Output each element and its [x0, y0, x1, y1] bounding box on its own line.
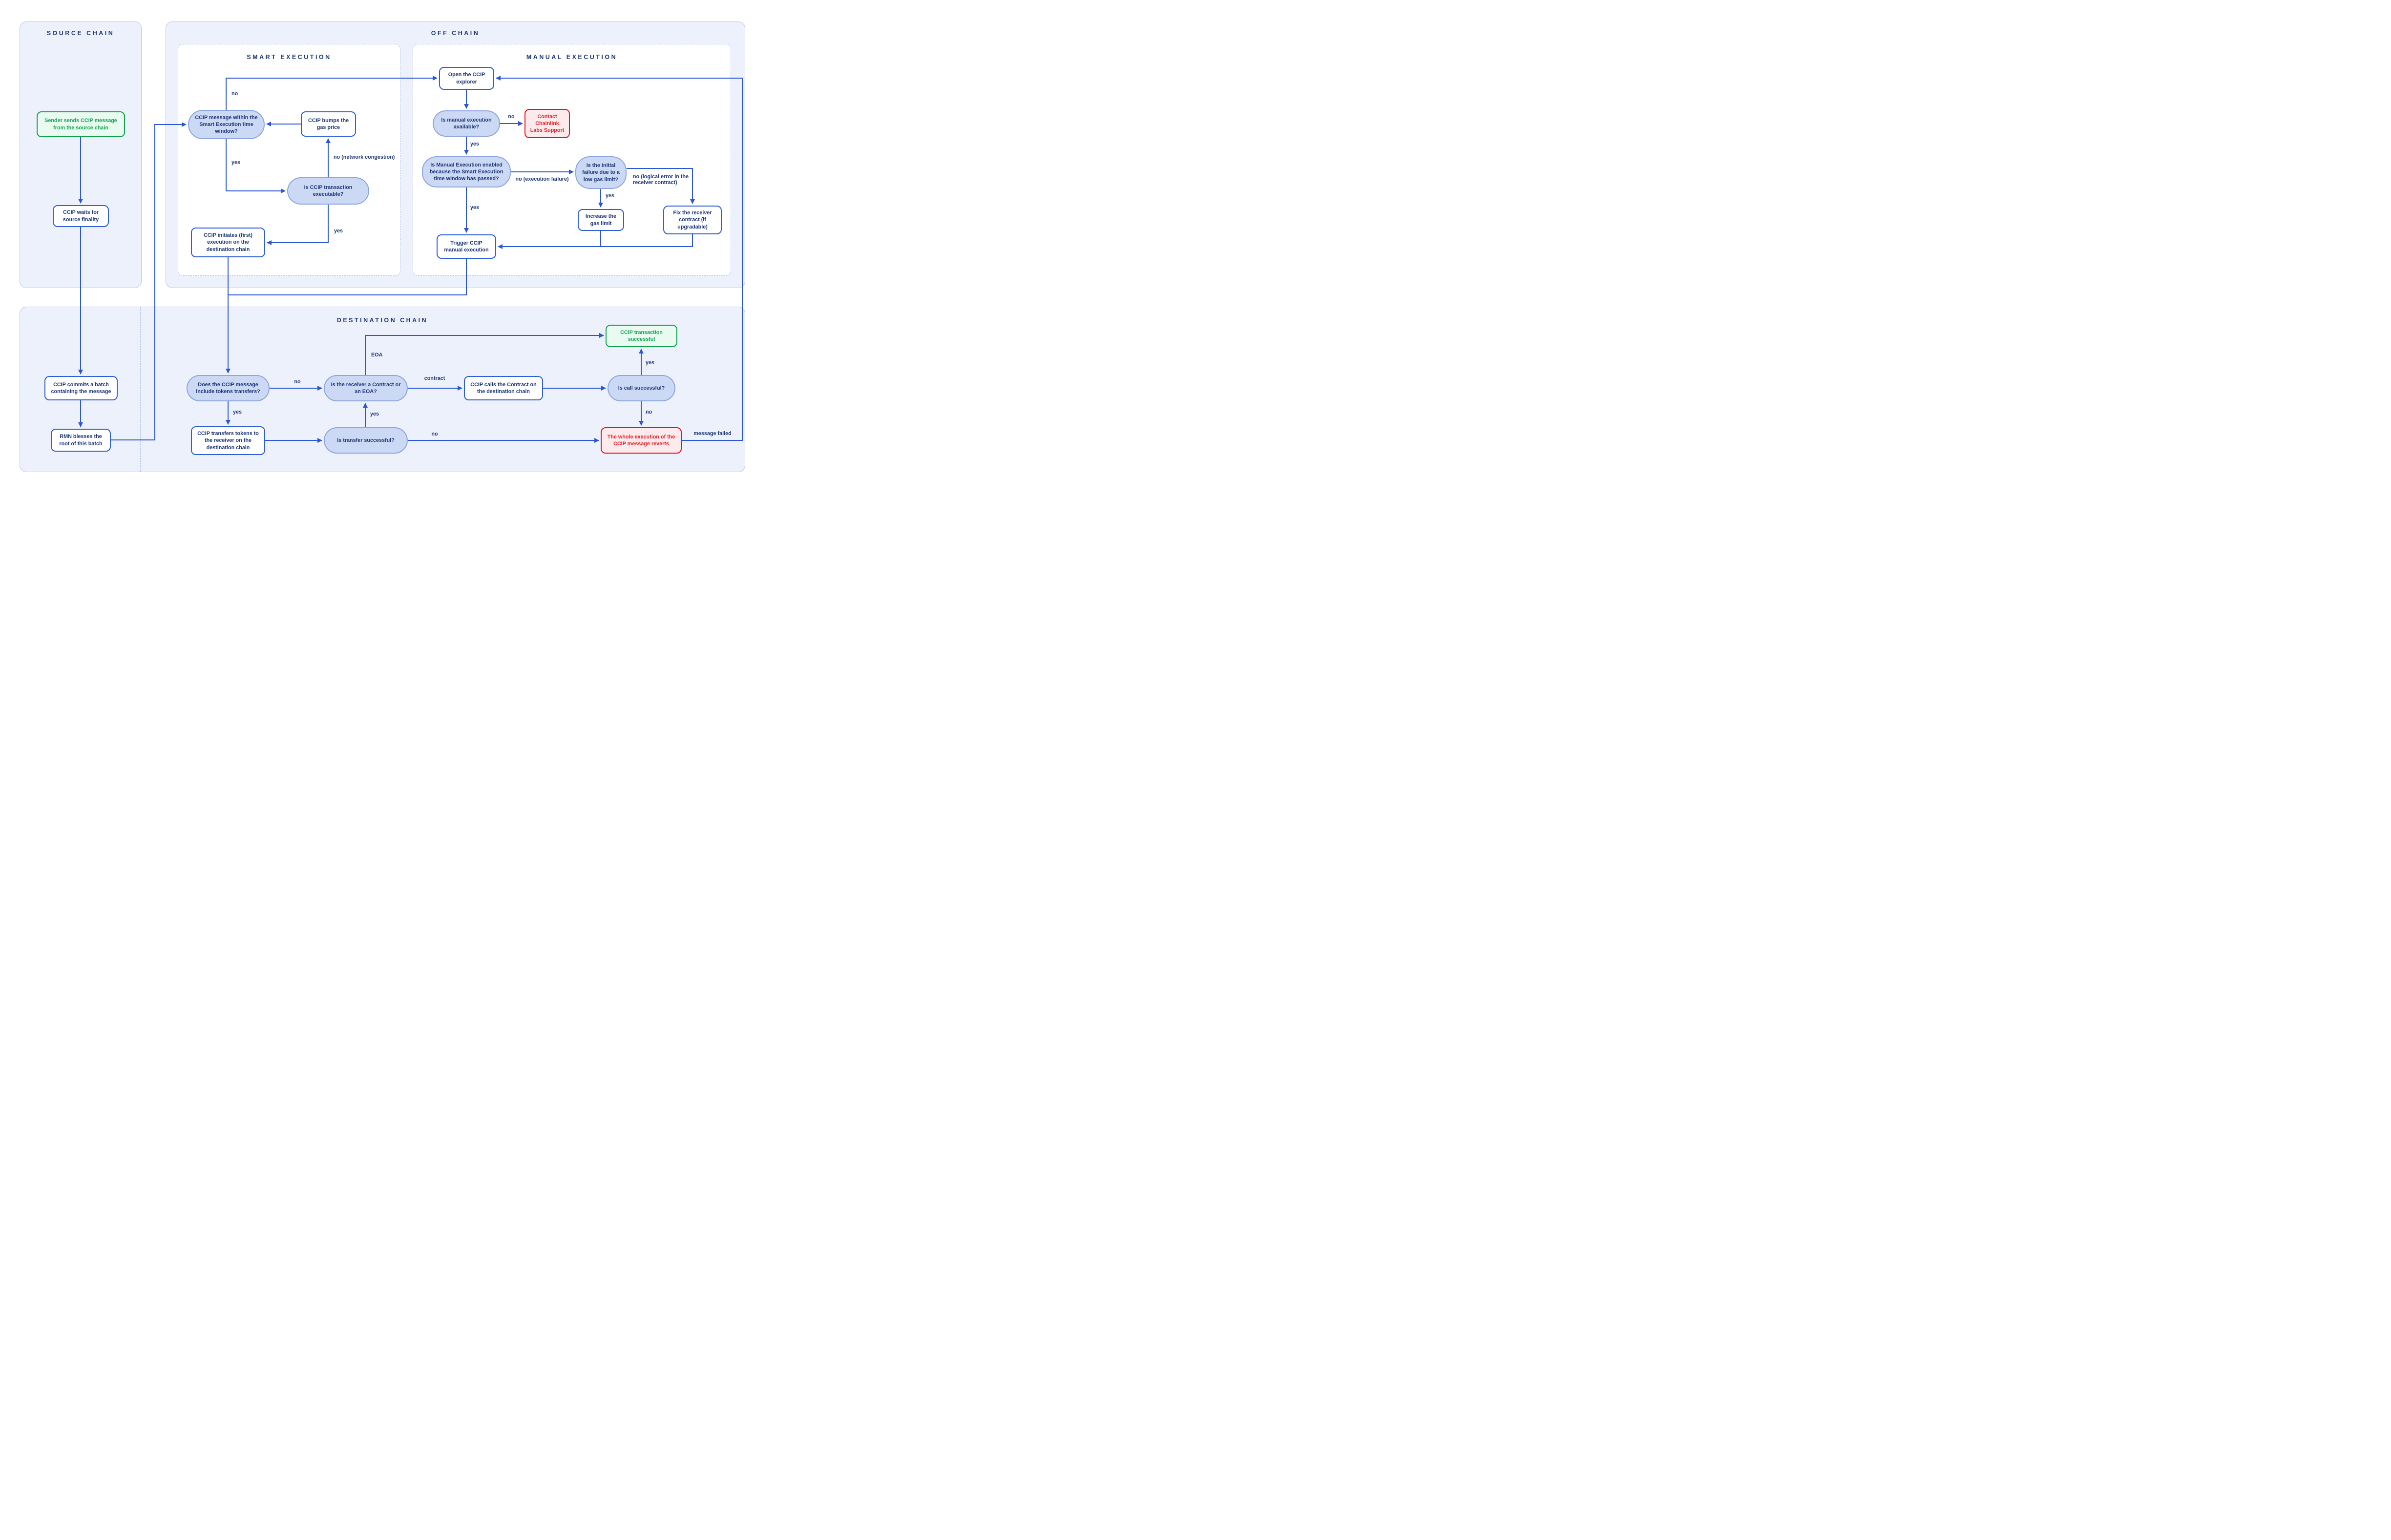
node-within-time-window: CCIP message within the Smart Execution …: [188, 110, 265, 139]
off-chain-title: OFF CHAIN: [431, 30, 480, 37]
label-executable-no: no (network congestion): [334, 154, 395, 160]
label-call-yes: yes: [646, 360, 655, 366]
node-ccip-waits-finality: CCIP waits for source finality: [53, 205, 109, 227]
manual-execution-title: MANUAL EXECUTION: [526, 54, 618, 61]
node-ccip-commits-batch: CCIP commits a batch containing the mess…: [44, 376, 118, 400]
node-ccip-bumps-gas-price: CCIP bumps the gas price: [301, 111, 356, 137]
label-tokens-no: no: [294, 379, 301, 385]
node-rmn-blesses-root: RMN blesses the root of this batch: [51, 429, 111, 452]
label-window-yes: yes: [231, 160, 241, 166]
node-ccip-transaction-successful: CCIP transaction successful: [606, 325, 677, 347]
label-window-no: no: [231, 91, 238, 97]
node-is-transaction-executable: Is CCIP transaction executable?: [287, 177, 369, 205]
label-manual-available-yes: yes: [470, 141, 480, 147]
label-executable-yes: yes: [334, 228, 343, 234]
node-ccip-calls-contract: CCIP calls the Contract on the destinati…: [464, 376, 543, 400]
destination-chain-divider: [140, 307, 141, 472]
source-chain-container: SOURCE CHAIN: [20, 21, 142, 288]
label-receiver-eoa: EOA: [371, 352, 383, 358]
label-manual-enabled-no: no (execution failure): [515, 176, 569, 182]
source-chain-title: SOURCE CHAIN: [46, 30, 115, 37]
label-receiver-contract: contract: [424, 375, 445, 381]
smart-execution-title: SMART EXECUTION: [247, 54, 332, 61]
destination-chain-title: DESTINATION CHAIN: [336, 317, 428, 324]
label-initial-failure-yes: yes: [606, 193, 615, 199]
node-receiver-contract-or-eoa: Is the receiver a Contract or an EOA?: [324, 375, 408, 401]
node-trigger-manual-execution: Trigger CCIP manual execution: [437, 234, 496, 259]
node-increase-gas-limit: Increase the gas limit: [578, 209, 624, 231]
node-is-transfer-successful: Is transfer successful?: [324, 427, 408, 454]
node-includes-token-transfers: Does the CCIP message include tokens tra…: [187, 375, 270, 401]
node-ccip-initiates-execution: CCIP initiates (first) execution on the …: [191, 228, 265, 257]
node-fix-receiver-contract: Fix the receiver contract (if upgradable…: [663, 206, 722, 234]
label-manual-available-no: no: [508, 114, 515, 120]
label-initial-failure-no: no (logical error in the receiver contra…: [633, 174, 689, 186]
node-open-ccip-explorer: Open the CCIP explorer: [439, 67, 494, 90]
label-transfer-yes: yes: [370, 411, 379, 417]
label-message-failed: message failed: [693, 431, 732, 437]
node-is-manual-execution-available: Is manual execution available?: [433, 110, 500, 137]
node-is-manual-execution-enabled: Is Manual Execution enabled because the …: [422, 156, 511, 187]
label-tokens-yes: yes: [233, 409, 242, 415]
node-is-call-successful: Is call successful?: [608, 375, 675, 401]
node-initial-failure-low-gas: Is the initial failure due to a low gas …: [575, 156, 627, 189]
node-sender-sends-message: Sender sends CCIP message from the sourc…: [37, 111, 125, 137]
node-whole-execution-reverts: The whole execution of the CCIP message …: [601, 427, 682, 454]
ccip-execution-flowchart: SOURCE CHAIN OFF CHAIN DESTINATION CHAIN…: [0, 0, 750, 483]
node-contact-chainlink-labs-support: Contact Chainlink Labs Support: [524, 109, 570, 138]
node-ccip-transfers-tokens: CCIP transfers tokens to the receiver on…: [191, 426, 265, 455]
label-call-no: no: [646, 409, 652, 415]
label-manual-enabled-yes: yes: [470, 205, 480, 210]
label-transfer-no: no: [431, 431, 438, 437]
